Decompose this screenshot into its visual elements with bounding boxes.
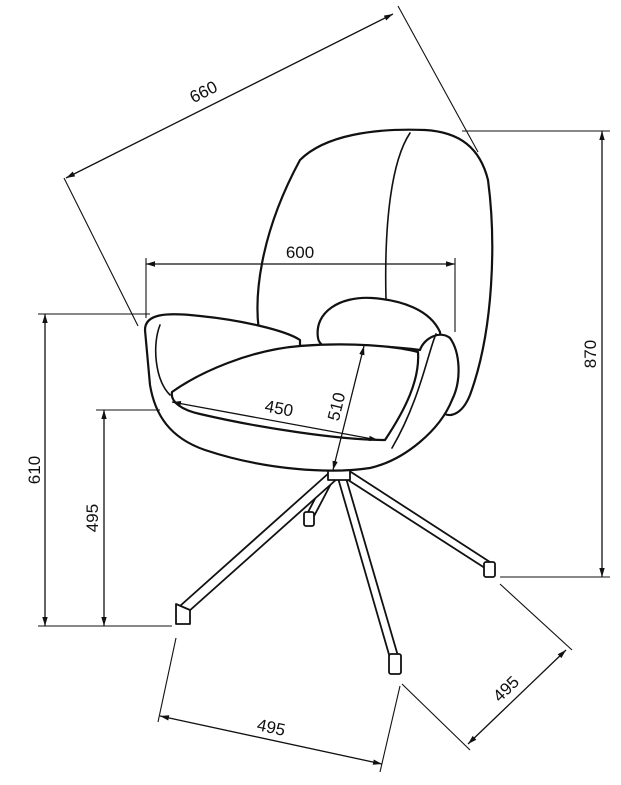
chair [143,128,496,675]
foot-front [388,653,402,675]
backrest-seam [384,132,411,337]
dimension-label-450: 450 [263,397,294,421]
leg-left [179,471,339,613]
dimension-label-495-height: 495 [83,504,102,532]
dimension-label-495-front: 495 [255,715,287,739]
dimension-495-height: 495 [83,409,160,626]
right-arm-inner [391,333,437,449]
dimension-label-870: 870 [581,340,600,368]
dimension-label-610: 610 [25,456,44,484]
dimension-495-side: 495 [401,583,573,751]
foot-left [175,603,191,625]
chair-base [175,465,496,675]
foot-back [303,511,315,527]
dimension-870: 870 [462,130,610,578]
foot-right [483,561,496,578]
dimension-label-600: 600 [286,243,314,262]
dimension-610: 610 [25,313,172,627]
dimension-600: 600 [145,243,456,332]
left-arm-inner [154,324,171,396]
dimension-495-front: 495 [157,637,401,773]
dimension-label-495-side: 495 [489,672,523,705]
